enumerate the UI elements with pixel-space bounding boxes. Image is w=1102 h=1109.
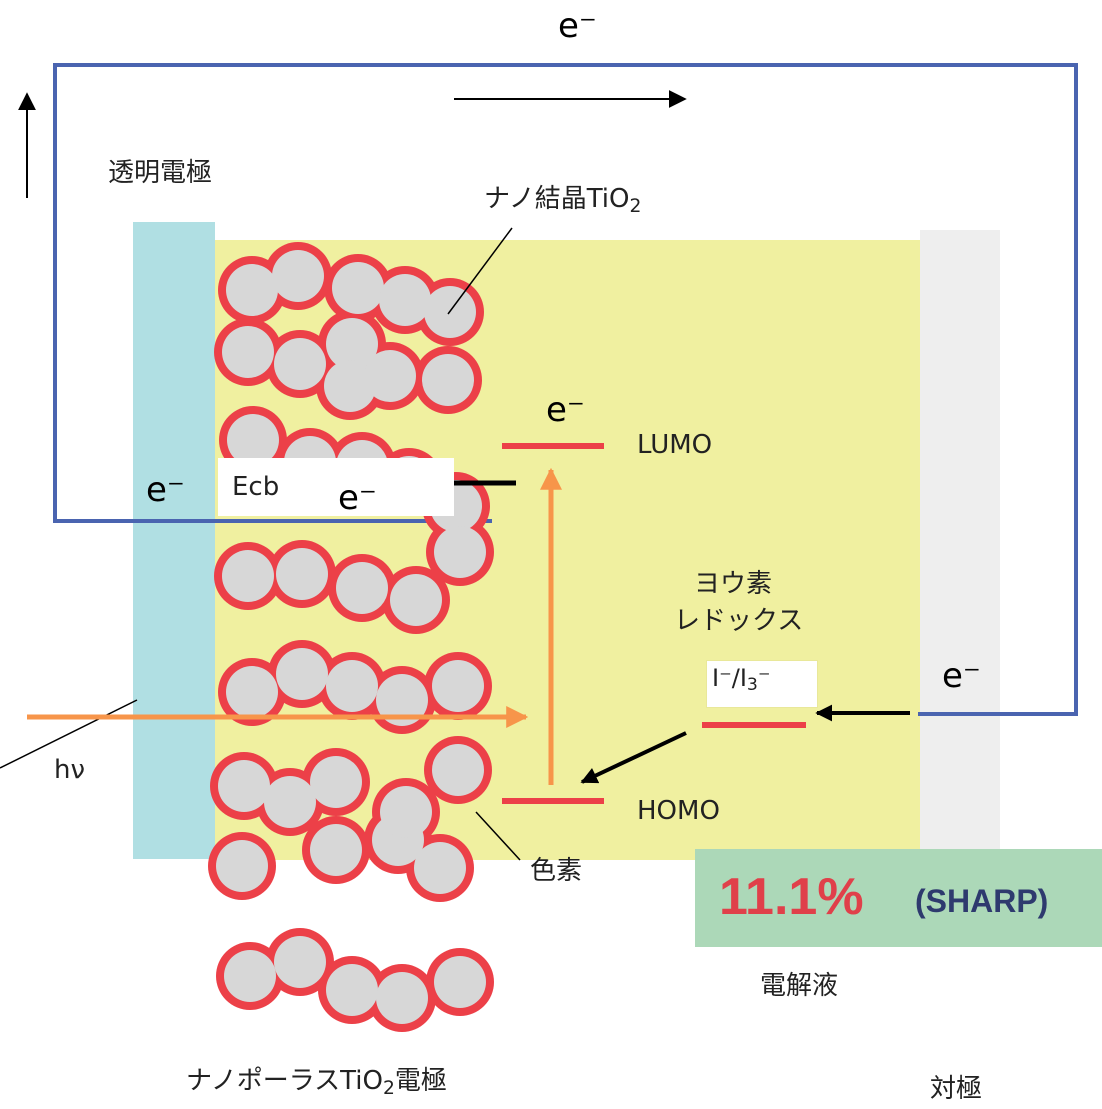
tio2-particle: [274, 936, 326, 988]
dye-label: 色素: [530, 856, 583, 886]
nanocrystal-tio2-label: ナノ結晶TiO2: [484, 184, 642, 218]
tio2-particle: [274, 338, 326, 390]
tio2-particle: [379, 274, 431, 326]
counter-electrode-label: 対極: [930, 1074, 983, 1104]
electrolyte-label: 電解液: [760, 971, 839, 1001]
tio2-nanoparticle-network: [208, 242, 494, 1032]
tio2-particle: [310, 756, 362, 808]
circuit-electron-label: e⁻: [558, 6, 597, 46]
redox-couple-label: I⁻/I3⁻: [712, 664, 771, 696]
tio2-particle: [364, 350, 416, 402]
tio2-particle: [376, 674, 428, 726]
tio2-particle: [326, 660, 378, 712]
tio2-particle: [222, 326, 274, 378]
dye-pointer-line: [475, 811, 521, 861]
nanocrystal-pointer-line: [447, 227, 513, 315]
tio2-particle: [226, 264, 278, 316]
tio2-particle: [336, 562, 388, 614]
tio2-particle: [414, 842, 466, 894]
tio2-particle: [332, 262, 384, 314]
electrode-electron-label: e⁻: [146, 470, 185, 510]
tio2-particle: [380, 786, 432, 838]
tio2-particle: [432, 660, 484, 712]
tio2-particle: [276, 548, 328, 600]
external-circuit-wire: [53, 63, 1078, 716]
tio2-particle: [218, 760, 270, 812]
homo-label: HOMO: [637, 796, 720, 826]
transparent-electrode-label: 透明電極: [108, 158, 213, 188]
iodine-redox-label-line1: ヨウ素: [694, 569, 773, 599]
transparent-electrode-layer: [133, 222, 215, 859]
counter-electrode-layer: [920, 230, 1000, 860]
counter-electron-label: e⁻: [942, 656, 981, 696]
tio2-particle: [216, 840, 268, 892]
electrode-pointer-line: [0, 699, 138, 769]
tio2-particle: [310, 824, 362, 876]
tio2-particle: [276, 648, 328, 700]
lumo-electron-label: e⁻: [546, 390, 585, 430]
injected-electron-label: e⁻: [338, 478, 377, 518]
iodine-redox-label-line2: レドックス: [674, 606, 804, 636]
dye-regeneration-arrow: [580, 731, 687, 784]
efficiency-value: 11.1%: [719, 868, 864, 926]
ecb-label: Ecb: [232, 472, 280, 502]
efficiency-maker: (SHARP): [915, 883, 1049, 919]
tio2-particle: [326, 318, 378, 370]
tio2-particle: [227, 414, 279, 466]
tio2-particle: [376, 972, 428, 1024]
tio2-particle: [222, 550, 274, 602]
tio2-particle: [434, 526, 486, 578]
efficiency-badge: 11.1% (SHARP): [695, 849, 1102, 947]
light-label: hν: [54, 755, 86, 785]
tio2-particle: [324, 360, 376, 412]
lumo-label: LUMO: [637, 430, 713, 460]
tio2-particle: [390, 574, 442, 626]
tio2-particle: [224, 950, 276, 1002]
nanoporous-tio2-electrode-label: ナノポーラスTiO2電極: [186, 1066, 447, 1100]
tio2-particle: [434, 956, 486, 1008]
tio2-particle: [326, 964, 378, 1016]
tio2-particle: [432, 744, 484, 796]
tio2-particle: [264, 776, 316, 828]
redox-couple-box: [706, 660, 818, 708]
ecb-label-box: [218, 458, 454, 516]
tio2-particle: [226, 666, 278, 718]
tio2-particle: [272, 250, 324, 302]
tio2-particle: [422, 354, 474, 406]
